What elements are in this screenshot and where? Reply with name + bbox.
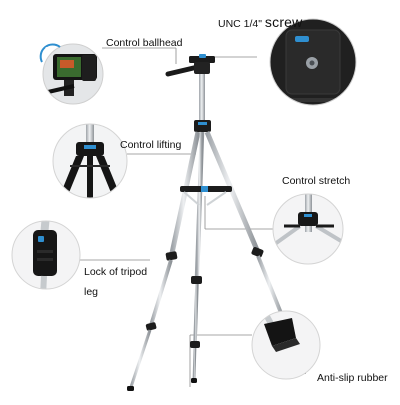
- screw-closeup: [269, 18, 357, 106]
- rubber-foot-closeup: [251, 310, 321, 380]
- screw-label-prefix: UNC 1/4": [218, 18, 262, 30]
- screw-label-word: screw: [264, 14, 303, 30]
- stretch-label: Control stretch: [282, 175, 351, 187]
- lifting-closeup: [52, 123, 128, 199]
- leg-lock-closeup: [11, 220, 81, 290]
- callout-lines: [80, 47, 273, 387]
- lifting-label: Control lifting: [120, 139, 182, 151]
- angle-label: 90°: [45, 47, 56, 54]
- lock-label-line2: leg: [84, 286, 99, 298]
- ballhead-label: Control ballhead: [106, 37, 183, 49]
- ballhead-closeup: [39, 43, 104, 105]
- lock-label-line1: Lock of tripod: [84, 266, 148, 278]
- stretch-closeup: [272, 193, 344, 265]
- rubber-label: Anti-slip rubber: [317, 372, 388, 384]
- screw-label: UNC 1/4" screw: [218, 14, 303, 31]
